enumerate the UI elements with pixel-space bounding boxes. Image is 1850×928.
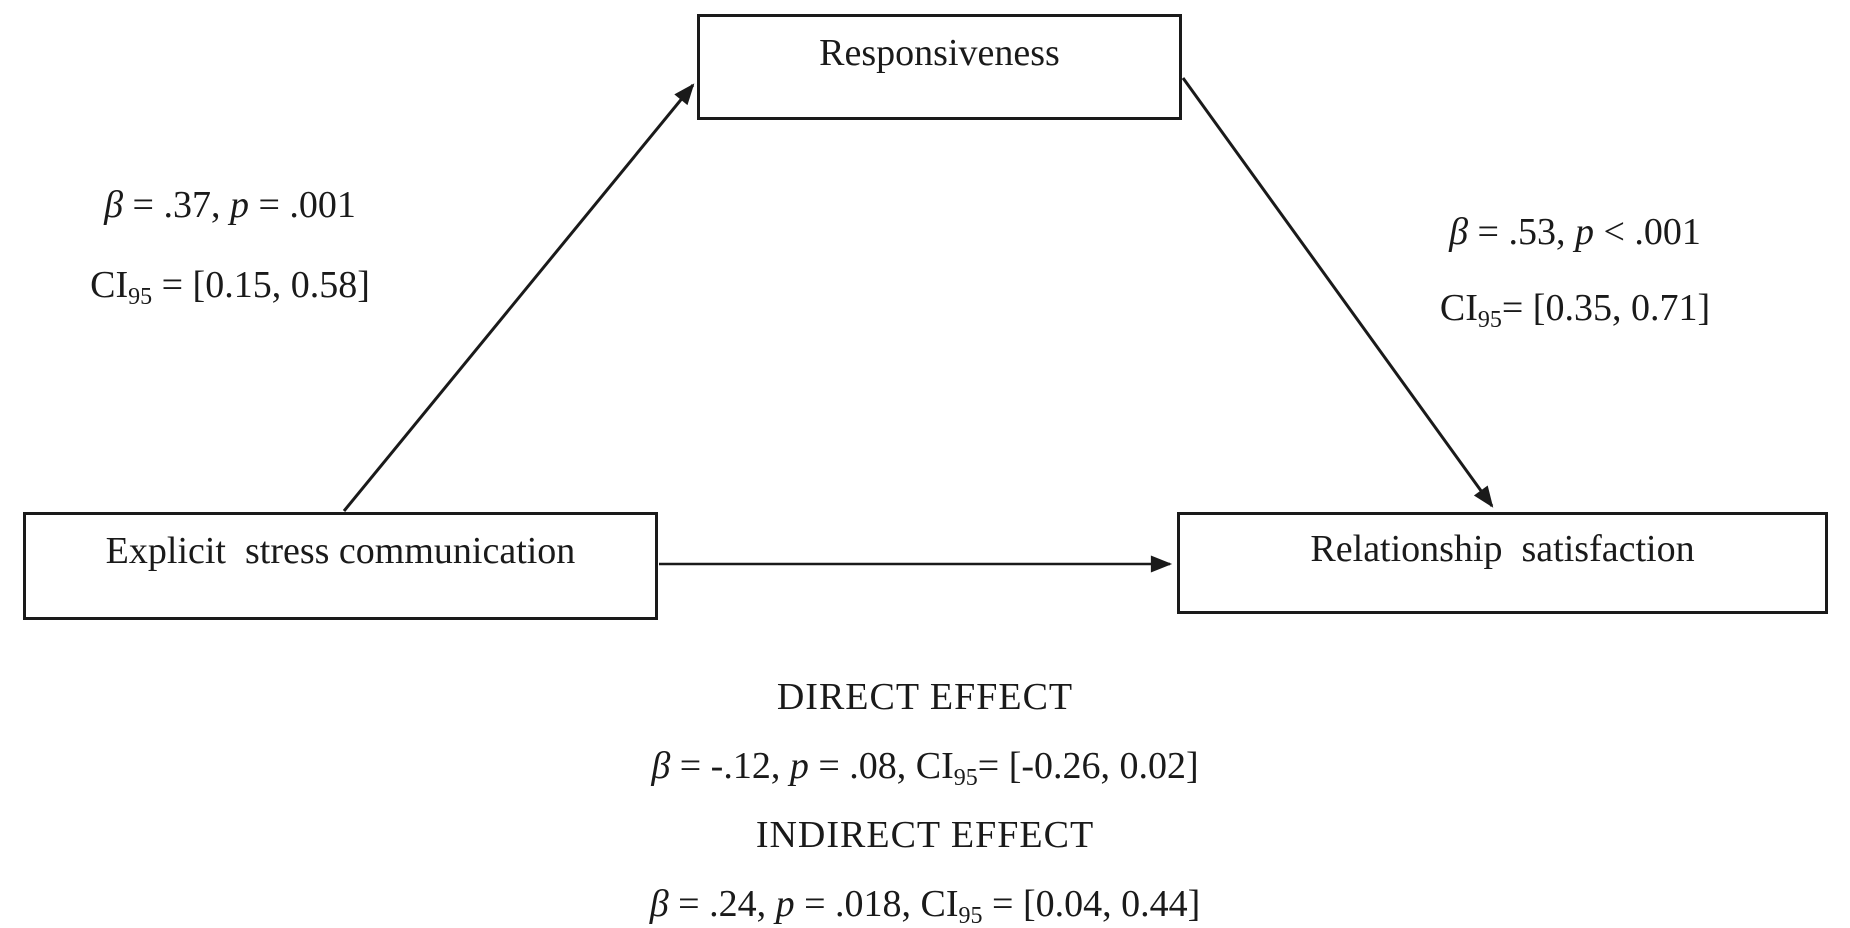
predictor-box: Explicit stress communication <box>23 512 658 620</box>
path-a-arrow <box>342 83 695 512</box>
outcome-box: Relationship satisfaction <box>1177 512 1828 614</box>
path-b-coefficient: β = .53, p < .001 <box>1449 211 1701 253</box>
path-b-arrow <box>1181 77 1494 508</box>
path-b-confidence-interval: CI95= [0.35, 0.71] <box>1439 287 1711 333</box>
mediator-label: Responsiveness <box>819 32 1060 74</box>
path-a-confidence-interval: CI95 = [0.15, 0.58] <box>90 264 370 310</box>
indirect-effect-heading: INDIRECT EFFECT <box>755 814 1095 856</box>
predictor-label: Explicit stress communication <box>105 530 576 572</box>
direct-effect-stats: β = -.12, p = .08, CI95= [-0.26, 0.02] <box>651 745 1199 791</box>
path-a-coefficient: β = .37, p = .001 <box>104 184 356 226</box>
path-a-stats: β = .37, p = .001 CI95 = [0.15, 0.58] <box>60 181 400 309</box>
mediator-box: Responsiveness <box>697 14 1182 120</box>
outcome-label: Relationship satisfaction <box>1310 528 1695 570</box>
direct-effect-heading: DIRECT EFFECT <box>776 676 1074 718</box>
effects-summary: DIRECT EFFECT β = -.12, p = .08, CI95= [… <box>0 673 1850 928</box>
path-b-stats: β = .53, p < .001 CI95= [0.35, 0.71] <box>1400 208 1750 332</box>
indirect-effect-stats: β = .24, p = .018, CI95 = [0.04, 0.44] <box>649 883 1201 928</box>
